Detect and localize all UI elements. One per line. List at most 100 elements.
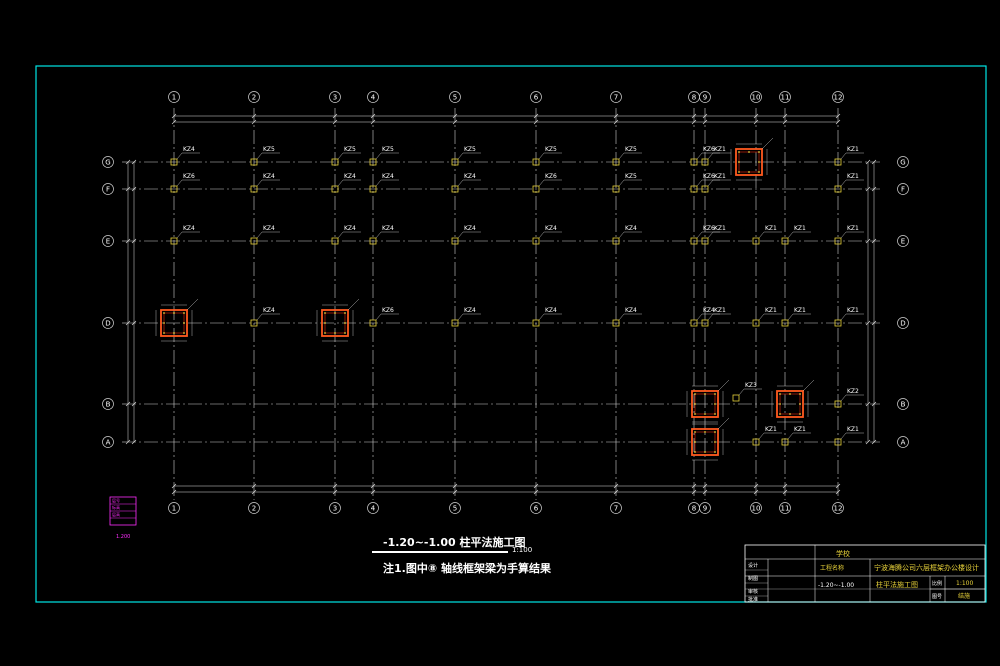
axis-bubble-right-E-label: E	[901, 238, 905, 246]
dim-tick	[782, 119, 788, 125]
column-detail-B11-leader	[802, 379, 815, 392]
column-G-8-label: KZ6	[703, 146, 715, 153]
dim-tick	[533, 483, 539, 489]
column-G-1-marker	[170, 158, 178, 166]
dim-tick	[753, 483, 759, 489]
tb-role-4: 批准	[748, 596, 758, 603]
dim-tick	[753, 119, 759, 125]
axis-bubble-left-G-label: G	[105, 159, 110, 167]
axis-bubble-top-4-label: 4	[371, 94, 376, 102]
column-E-8-label: KZ6	[703, 225, 715, 232]
axis-bubble-bottom-1-circle	[168, 502, 180, 514]
column-G-5-label: KZ5	[464, 146, 476, 153]
column-D-4-label: KZ4	[545, 307, 557, 314]
column-detail-B11-box	[776, 390, 804, 418]
column-F-10-marker	[834, 185, 842, 193]
column-D-10-leader	[840, 313, 847, 321]
column-A-2-leader	[787, 432, 794, 440]
column-E-6-marker	[532, 237, 540, 245]
axis-bubble-top-6-label: 6	[534, 94, 539, 102]
column-D-2-label: KZ6	[382, 307, 394, 314]
axis-bubble-top-11-circle	[779, 91, 791, 103]
column-A-1-leader	[758, 432, 765, 440]
dim-tick	[131, 439, 137, 445]
column-E-1-leader	[176, 231, 183, 239]
column-F-9-marker	[701, 185, 709, 193]
column-F-4-label: KZ4	[382, 173, 394, 180]
dim-tick	[865, 238, 871, 244]
column-detail-A9-rebar	[714, 441, 716, 443]
dim-tick	[171, 113, 177, 119]
column-G-7-marker	[612, 158, 620, 166]
column-F-10-label: KZ1	[847, 173, 859, 180]
column-D-8-leader	[758, 313, 765, 321]
column-detail-D3-rebar	[334, 312, 336, 314]
column-detail-A9-rebar	[714, 431, 716, 433]
column-detail-B11-rebar	[779, 413, 781, 415]
column-D-7-label: KZ1	[714, 307, 726, 314]
axis-bubble-bottom-9-label: 9	[703, 505, 707, 513]
axis-bubble-left-D-circle	[102, 317, 114, 329]
dim-tick	[171, 489, 177, 495]
dim-tick	[835, 113, 841, 119]
column-D-9-marker	[781, 319, 789, 327]
column-detail-B9-rebar	[694, 403, 696, 405]
column-G-4-marker	[369, 158, 377, 166]
dim-tick	[865, 320, 871, 326]
axis-bubble-right-G-label: G	[900, 159, 905, 167]
dim-tick	[251, 489, 257, 495]
dim-tick	[835, 119, 841, 125]
column-D-3-label: KZ4	[464, 307, 476, 314]
column-E-10-leader	[758, 231, 765, 239]
axis-bubble-left-D-label: D	[105, 320, 110, 328]
column-F-2-leader	[256, 179, 263, 187]
dim-tick	[691, 113, 697, 119]
column-D-4-marker	[532, 319, 540, 327]
column-detail-A9-rebar	[694, 441, 696, 443]
axis-bubble-top-5-circle	[449, 91, 461, 103]
dimension-lines	[125, 113, 877, 495]
column-E-7-leader	[618, 231, 625, 239]
dim-tick	[171, 483, 177, 489]
dim-tick	[871, 439, 877, 445]
column-G-5-marker	[451, 158, 459, 166]
column-detail-G10-rebar	[748, 171, 750, 173]
column-detail-D1-rebar	[173, 312, 175, 314]
dim-tick	[251, 483, 257, 489]
dim-tick	[533, 113, 539, 119]
column-D-10-marker	[834, 319, 842, 327]
column-G-1-label: KZ4	[183, 146, 195, 153]
column-F-5-leader	[457, 179, 464, 187]
column-E-11-leader	[787, 231, 794, 239]
axis-bubble-bottom-11-label: 11	[781, 505, 790, 513]
column-F-9-leader	[707, 179, 714, 187]
column-E-11-label: KZ1	[794, 225, 806, 232]
axis-bubble-top-4-circle	[367, 91, 379, 103]
dim-tick	[871, 238, 877, 244]
column-E-6-leader	[538, 231, 545, 239]
column-detail-D3-rebar	[324, 312, 326, 314]
column-detail-G10-rebar	[758, 161, 760, 163]
column-detail-A9-rebar	[694, 431, 696, 433]
column-detail-D3-rebar	[324, 332, 326, 334]
column-E-4-marker	[369, 237, 377, 245]
column-D-5-marker	[612, 319, 620, 327]
axis-bubble-right-F-label: F	[901, 186, 905, 194]
column-E-3-leader	[337, 231, 344, 239]
column-G-2-leader	[256, 152, 263, 160]
column-E-3-label: KZ4	[344, 225, 356, 232]
column-detail-D1-box	[160, 309, 188, 337]
axis-bubble-top-3-label: 3	[333, 94, 337, 102]
axis-bubble-bottom-7-label: 7	[614, 505, 618, 513]
column-D-9-label: KZ1	[794, 307, 806, 314]
dim-tick	[702, 489, 708, 495]
column-G-9-label: KZ1	[714, 146, 726, 153]
column-D-3-leader	[457, 313, 464, 321]
column-E-2-marker	[250, 237, 258, 245]
dim-tick	[131, 320, 137, 326]
column-detail-B11-rebar	[799, 393, 801, 395]
dim-tick	[131, 186, 137, 192]
column-F-4-marker	[369, 185, 377, 193]
column-detail-A9-rebar	[704, 451, 706, 453]
